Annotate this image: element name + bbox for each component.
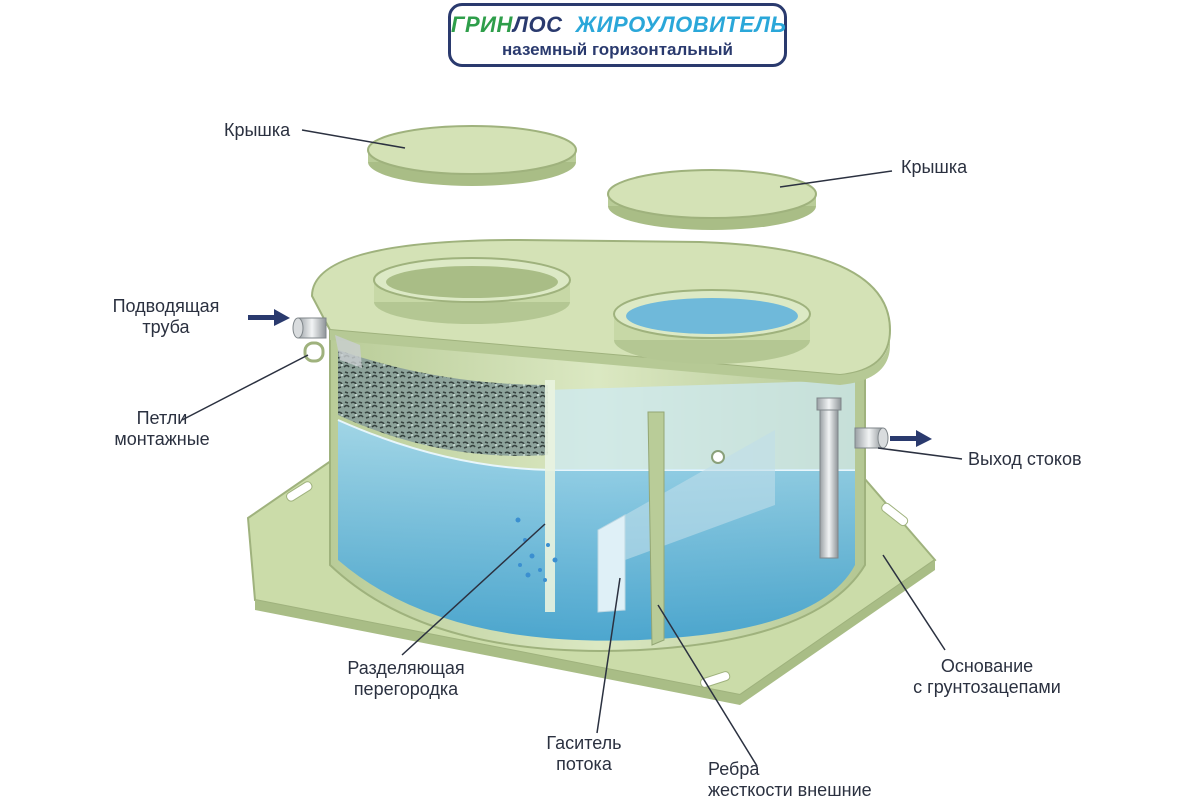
label-base: Основание с грунтозацепами: [913, 656, 1061, 697]
stiffening-rib: [647, 411, 665, 646]
outlet-pipe-vertical: [819, 399, 839, 559]
logo-subtitle: наземный горизонтальный: [502, 40, 733, 59]
manhole-right: [613, 289, 811, 364]
label-mounting-loops: Петли монтажные: [114, 408, 210, 449]
inlet-arrow-icon: [248, 309, 290, 326]
label-partition: Разделяющая перегородка: [347, 658, 465, 699]
product-name: ЖИРОУЛОВИТЕЛЬ: [575, 12, 787, 37]
outlet-pipe: [854, 427, 889, 449]
outlet-arrow-icon: [890, 430, 932, 447]
logo-title: ГРИНЛОС ЖИРОУЛОВИТЕЛЬ: [451, 12, 787, 38]
brand-green: ГРИН: [451, 12, 513, 37]
label-flow-damper: Гаситель потока: [546, 733, 622, 774]
brand-blue: ЛОС: [512, 12, 563, 37]
flow-damper: [597, 514, 626, 613]
lid-right: [607, 169, 817, 230]
lid-left: [367, 125, 577, 186]
label-inlet-pipe: Подводящая труба: [112, 296, 220, 337]
label-lid-left: Крышка: [224, 120, 291, 140]
manhole-left: [373, 257, 571, 324]
tank-top: [310, 238, 892, 385]
partition-wall: [545, 380, 555, 612]
label-outlet: Выход стоков: [968, 449, 1082, 469]
grease-layer: [338, 350, 548, 456]
brand-logo: ГРИНЛОС ЖИРОУЛОВИТЕЛЬ наземный горизонта…: [448, 3, 787, 67]
inlet-pipe: [292, 317, 362, 368]
label-ribs: Ребра жесткости внешние: [708, 759, 872, 800]
leader-lines: [181, 129, 963, 767]
tank-body: [329, 316, 866, 652]
label-lid-right: Крышка: [901, 157, 968, 177]
bubbles: [515, 517, 558, 582]
